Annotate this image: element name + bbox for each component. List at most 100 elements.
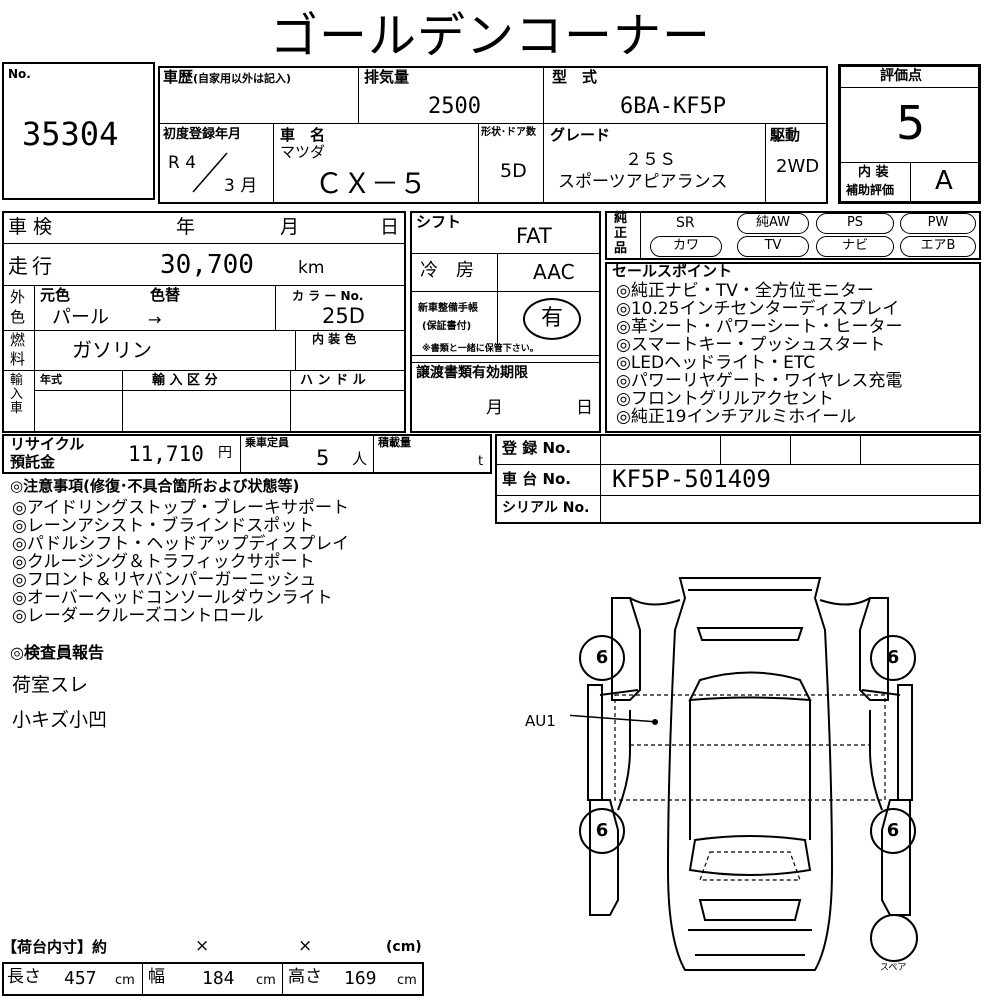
doors-value: 5D: [500, 160, 527, 182]
width-label: 幅: [148, 967, 165, 987]
rating-box: [838, 64, 981, 204]
genuine-parts-box: [605, 211, 981, 260]
grade-label: グレード: [550, 126, 611, 144]
tire-rear-left: 6: [579, 808, 625, 854]
sales-point: ◎革シート・パワーシート・ヒーター: [616, 317, 903, 337]
equip-tv: TV: [737, 236, 809, 257]
note-item: ◎レーンアシスト・ブラインドスポット: [12, 516, 315, 536]
service-label-1: 新車整備手帳: [418, 303, 478, 314]
mileage-unit: km: [298, 258, 325, 278]
drive-value: 2WD: [776, 156, 820, 177]
date-slash: [192, 152, 228, 193]
chassis-no-value: KF5P-501409: [612, 465, 771, 493]
interior-value: A: [935, 166, 953, 196]
serial-no-label: シリアル No.: [502, 500, 590, 516]
model-year-label: 年式: [40, 373, 62, 386]
inspection-label: 車検: [8, 216, 59, 238]
fuel-label-1: 燃: [10, 331, 26, 349]
repaint-label: 色替: [150, 286, 181, 304]
inspector-note-2: 小キズ小凹: [12, 709, 108, 731]
length-value: 457: [64, 968, 97, 989]
sales-point: ◎純正19インチアルミホイール: [616, 407, 857, 427]
recycle-label-1: リサイクル: [10, 435, 85, 453]
shift-label: シフト: [416, 213, 462, 231]
equip-airbag: エアB: [900, 236, 976, 257]
car-damage-diagram: [570, 577, 913, 971]
handle-label: ハ ン ド ル: [300, 373, 366, 388]
transfer-month: 月: [486, 398, 503, 418]
color-no-value: 25D: [322, 304, 365, 328]
cargo-x2: ×: [298, 936, 313, 956]
tire-front-right: 6: [870, 635, 916, 681]
page-title: ゴールデンコーナー: [270, 8, 712, 64]
stock-number: 35304: [22, 115, 119, 153]
fuel-label-2: 料: [10, 350, 26, 368]
note-item: ◎フロント＆リヤバンパーガーニッシュ: [12, 570, 317, 590]
recycle-value: 11,710: [128, 442, 204, 466]
inspection-month-label: 月: [280, 216, 300, 238]
capacity-value: 5: [316, 446, 330, 470]
sales-points-list: ◎純正ナビ・TV・全方位モニター ◎10.25インチセンターディスプレイ ◎革シ…: [616, 282, 903, 426]
mileage-value: 30,700: [160, 250, 254, 280]
genuine-label-2: 正: [614, 226, 628, 241]
transfer-label: 譲渡書類有効期限: [416, 365, 528, 381]
cargo-x1: ×: [195, 936, 210, 956]
cargo-title: 【荷台内寸】約: [2, 938, 108, 956]
capacity-label: 乗車定員: [245, 436, 289, 449]
damage-label: AU1: [525, 712, 556, 730]
model-value: 6BA-KF5P: [620, 94, 726, 119]
service-value: 有: [541, 306, 564, 331]
ac-label: 冷 房: [420, 260, 474, 281]
tire-front-left: 6: [579, 635, 625, 681]
height-label: 高さ: [288, 967, 322, 987]
stock-number-box: [2, 62, 155, 200]
sales-point: ◎LEDヘッドライト・ETC: [616, 353, 816, 373]
service-value-oval: [523, 298, 581, 340]
note-item: ◎クルージング＆トラフィックサポート: [12, 552, 315, 572]
rating-label: 評価点: [880, 68, 922, 84]
orig-color-label: 元色: [40, 286, 71, 304]
interior-label-1: 内 装: [858, 165, 889, 180]
height-unit: cm: [397, 973, 417, 988]
spare-tire: [870, 914, 918, 962]
service-label-2: (保証書付): [422, 321, 472, 332]
sales-point: ◎10.25インチセンターディスプレイ: [616, 299, 900, 319]
displacement-value: 2500: [428, 94, 481, 119]
cargo-dimensions-row: [2, 962, 424, 996]
inspection-year-label: 年: [176, 216, 196, 238]
interior-color-label: 内 装 色: [312, 332, 357, 346]
load-label: 積載量: [378, 436, 411, 449]
tire-rear-right: 6: [870, 808, 916, 854]
grade-line1: ２５Ｓ: [625, 150, 676, 170]
model-label: 型 式: [552, 68, 598, 86]
vehicle-info-grid: [158, 66, 828, 204]
inspection-day-label: 日: [380, 216, 400, 238]
note-item: ◎アイドリングストップ・ブレーキサポート: [12, 498, 349, 518]
equip-leather: カワ: [650, 236, 722, 257]
ext-color-label-2: 色: [10, 308, 26, 326]
sales-points-title: セールスポイント: [612, 262, 733, 280]
vehicle-detail-grid: [2, 211, 406, 433]
service-note: ※書類と一緒に保管下さい。: [422, 344, 539, 354]
orig-color-value: パール: [52, 306, 110, 328]
equip-power-windows: PW: [900, 213, 976, 234]
genuine-label-1: 純: [614, 211, 628, 226]
color-no-label: カ ラ ー No.: [292, 289, 364, 303]
load-unit: t: [478, 454, 484, 469]
fuel-value: ガソリン: [72, 338, 152, 362]
equip-power-steering: PS: [816, 213, 894, 234]
repaint-arrow: →: [148, 310, 162, 329]
sales-point: ◎フロントグリルアクセント: [616, 389, 834, 409]
sales-point: ◎パワーリヤゲート・ワイヤレス充電: [616, 371, 903, 391]
equip-navi: ナビ: [816, 236, 894, 257]
car-name-label: 車 名: [280, 126, 326, 144]
recycle-label-2: 預託金: [10, 453, 56, 471]
equipment-grid: [410, 211, 601, 433]
ext-color-label-1: 外: [10, 288, 26, 306]
ac-value: AAC: [533, 260, 575, 284]
registration-grid: [495, 434, 981, 524]
spare-label: スペア: [880, 963, 907, 973]
inspector-title: ◎検査員報告: [10, 643, 104, 662]
width-unit: cm: [256, 973, 276, 988]
recycle-row: [2, 434, 492, 474]
